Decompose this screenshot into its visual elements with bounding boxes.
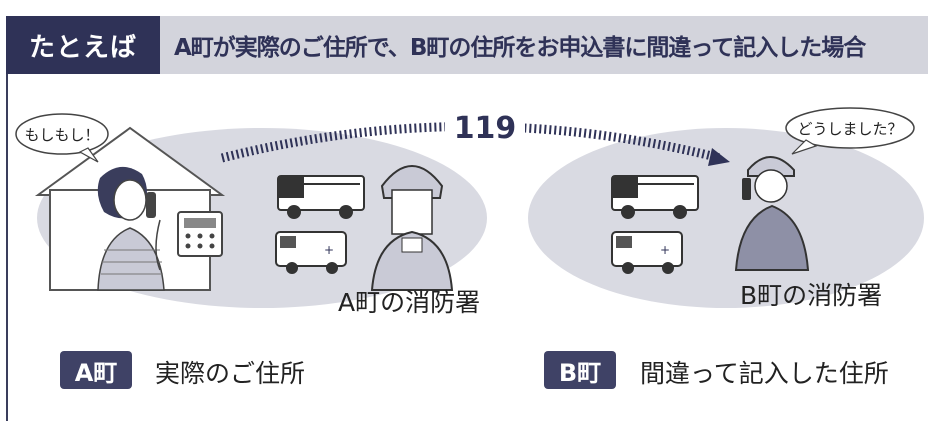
ambulance-icon-b: + [611, 231, 683, 274]
emergency-number: 119 [454, 111, 517, 146]
responder-speech-bubble: どうしました？ [785, 107, 915, 155]
firefighter-b-icon [734, 156, 810, 271]
town-a-badge: A町 [60, 351, 132, 389]
caller-speech-text: もしもし！ [24, 126, 99, 144]
call-arrow-icon: 119 [220, 110, 730, 166]
town-a-description: 実際のご住所 [155, 359, 306, 388]
telephone-icon [155, 211, 223, 271]
svg-text:+: + [660, 243, 670, 257]
town-b-description: 間違って記入した住所 [640, 359, 889, 388]
firefighter-a-icon [370, 165, 454, 291]
fire-truck-icon-a [277, 175, 365, 219]
ambulance-icon-a: + [275, 231, 347, 274]
scenario-title: A町が実際のご住所で、B町の住所をお申込書に間違って記入した場合 [160, 16, 928, 74]
station-b-label: B町の消防署 [740, 281, 883, 310]
fire-truck-icon-b [611, 175, 699, 219]
station-a-label: A町の消防署 [338, 288, 481, 317]
town-b-badge: B町 [544, 351, 616, 389]
responder-speech-text: どうしました？ [797, 120, 902, 138]
svg-text:+: + [324, 243, 334, 257]
caller-woman-icon [97, 166, 165, 291]
example-tag: たとえば [6, 16, 160, 74]
caller-speech-bubble: もしもし！ [15, 113, 109, 163]
